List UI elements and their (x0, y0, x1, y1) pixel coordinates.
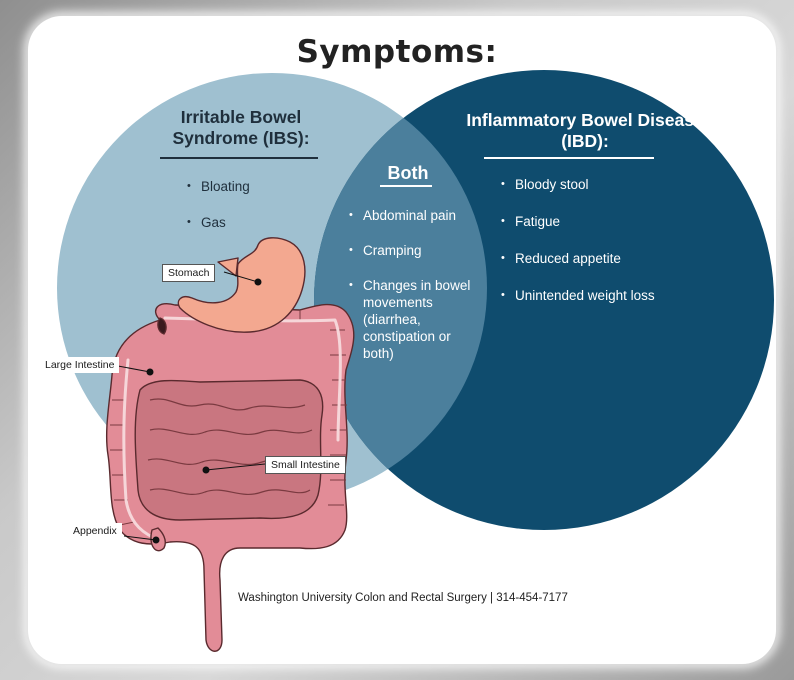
list-item: Changes in bowel movements (diarrhea, co… (349, 277, 484, 362)
ibs-heading-underline (160, 157, 318, 159)
list-item: Bloody stool (501, 176, 655, 193)
list-item: Gas (187, 214, 250, 231)
list-item: Unintended weight loss (501, 287, 655, 304)
list-item: Abdominal pain (349, 207, 484, 224)
both-heading: Both (378, 163, 438, 184)
large-intestine-label: Large Intestine (40, 357, 119, 373)
list-item: Cramping (349, 242, 484, 259)
stomach-label: Stomach (162, 264, 215, 282)
small-intestine-shape (135, 380, 322, 520)
ibd-heading-underline (484, 157, 654, 159)
ibs-heading: Irritable Bowel Syndrome (IBS): (146, 107, 336, 149)
ibd-heading: Inflammatory Bowel Disease (IBD): (455, 110, 715, 152)
both-heading-underline (380, 185, 432, 187)
footer-credit: Washington University Colon and Rectal S… (238, 592, 568, 604)
appendix-label: Appendix (68, 523, 122, 539)
list-item: Fatigue (501, 213, 655, 230)
ibd-symptom-list: Bloody stool Fatigue Reduced appetite Un… (501, 176, 655, 324)
small-intestine-label: Small Intestine (265, 456, 346, 474)
ibs-symptom-list: Bloating Gas (187, 178, 250, 250)
list-item: Reduced appetite (501, 250, 655, 267)
list-item: Bloating (187, 178, 250, 195)
shared-symptom-list: Abdominal pain Cramping Changes in bowel… (349, 207, 484, 380)
